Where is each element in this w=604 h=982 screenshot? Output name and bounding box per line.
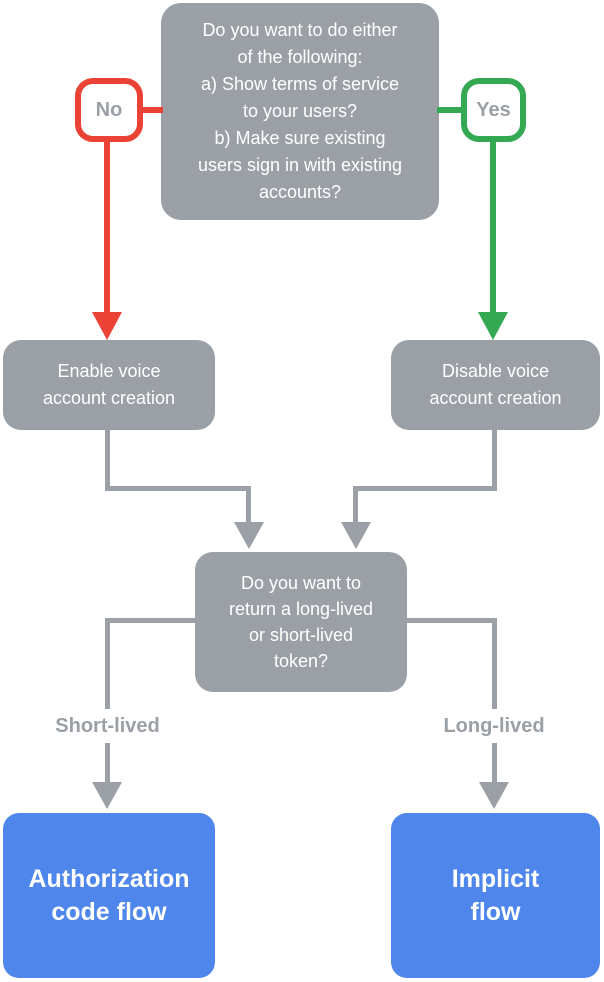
edge-no-arrowhead-icon xyxy=(92,312,122,340)
node-text-line: code flow xyxy=(51,897,167,926)
edge-label-text: Short-lived xyxy=(55,714,160,737)
edge-label-long-lived: Long-lived xyxy=(408,709,580,743)
edge-short-lived-horizontal-line xyxy=(105,618,195,623)
edge-disable-vertical-line xyxy=(492,430,497,491)
node-text-line: of the following: xyxy=(237,47,363,67)
node-enable-voice-account-creation: Enable voice account creation xyxy=(3,340,215,430)
edge-long-lived-arrowhead-icon xyxy=(479,782,509,809)
edge-enable-horizontal-line xyxy=(105,486,251,491)
node-text-line: token? xyxy=(273,651,329,671)
edge-yes-arrowhead-icon xyxy=(478,312,508,340)
node-text-line: Implicit xyxy=(451,864,540,893)
edge-short-lived-arrowhead-icon xyxy=(92,782,122,809)
node-text-line: flow xyxy=(470,897,521,926)
node-text-line: Enable voice xyxy=(57,361,161,381)
badge-no-label: No xyxy=(95,98,123,121)
edge-no-vertical-line xyxy=(104,140,110,314)
node-text-line: to your users? xyxy=(242,101,358,121)
badge-no: No xyxy=(75,78,143,142)
edge-disable-arrowhead-icon xyxy=(341,522,371,549)
edge-enable-arrowhead-icon xyxy=(234,522,264,549)
node-text-line: account creation xyxy=(429,388,562,408)
edge-label-short-lived: Short-lived xyxy=(23,709,192,743)
edge-long-lived-horizontal-line xyxy=(407,618,497,623)
edge-label-text: Long-lived xyxy=(443,714,545,737)
node-text-line: or short-lived xyxy=(248,625,354,645)
node-text-line: account creation xyxy=(42,388,176,408)
badge-yes: Yes xyxy=(461,78,526,142)
edge-disable-horizontal-line xyxy=(353,486,497,491)
node-root-question: Do you want to do either of the followin… xyxy=(161,3,439,220)
edge-yes-horizontal-line xyxy=(437,107,463,113)
edge-enable-vertical-line xyxy=(105,430,110,491)
edge-disable-drop-line xyxy=(353,486,358,524)
edge-enable-drop-line xyxy=(246,486,251,524)
node-authorization-code-flow: Authorization code flow xyxy=(3,813,215,978)
node-text-line: Do you want to xyxy=(240,573,362,593)
edge-no-horizontal-line xyxy=(141,107,163,113)
node-text-line: b) Make sure existing xyxy=(214,128,386,148)
node-disable-voice-account-creation: Disable voice account creation xyxy=(391,340,600,430)
node-text-line: return a long-lived xyxy=(228,599,374,619)
node-text-line: Authorization xyxy=(28,864,190,893)
node-implicit-flow: Implicit flow xyxy=(391,813,600,978)
node-text-line: a) Show terms of service xyxy=(200,74,400,94)
node-text-line: Disable voice xyxy=(441,361,550,381)
node-text-line: Do you want to do either xyxy=(202,20,398,40)
node-text-line: accounts? xyxy=(258,182,342,202)
node-token-question: Do you want to return a long-lived or sh… xyxy=(195,552,407,692)
badge-yes-label: Yes xyxy=(476,98,511,121)
edge-yes-vertical-line xyxy=(490,140,496,314)
edge-long-lived-vertical-line xyxy=(492,618,497,783)
edge-short-lived-vertical-line xyxy=(105,618,110,783)
node-text-line: users sign in with existing xyxy=(197,155,403,175)
